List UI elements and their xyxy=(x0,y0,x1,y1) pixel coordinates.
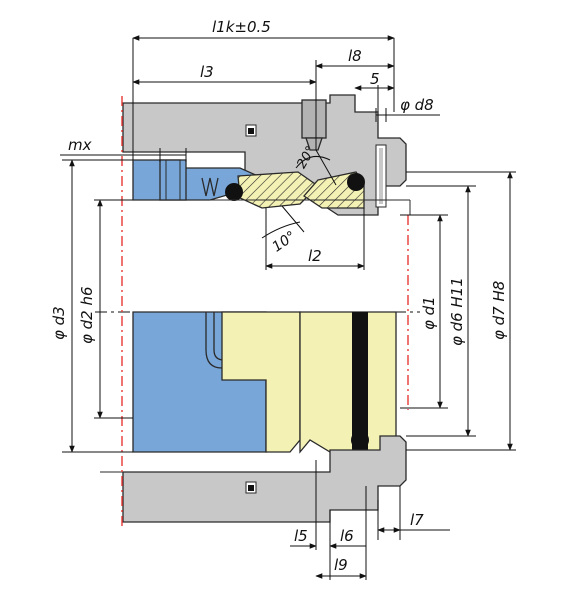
dim-phi-d3: φ d3 xyxy=(50,306,68,340)
upper-seal-faces xyxy=(225,144,387,209)
dim-phi-d2: φ d2 h6 xyxy=(78,286,96,344)
dim-five: 5 xyxy=(370,70,380,88)
dim-l9: l9 xyxy=(334,556,348,574)
lower-seal-faces xyxy=(221,311,397,454)
dim-mx: mx xyxy=(68,136,92,154)
dim-l8: l8 xyxy=(348,47,362,65)
dim-phi-d8: φ d8 xyxy=(400,96,434,114)
dim-l1k: l1k±0.5 xyxy=(212,18,271,36)
dim-l3: l3 xyxy=(200,63,214,81)
lower-housing xyxy=(100,435,407,523)
dim-l6: l6 xyxy=(340,527,354,545)
dim-l2: l2 xyxy=(308,247,322,265)
dim-phi-d1: φ d1 xyxy=(420,296,438,330)
dim-phi-d7: φ d7 H8 xyxy=(490,281,508,340)
dim-l7: l7 xyxy=(410,511,424,529)
angle-10: 10° xyxy=(270,228,300,255)
dim-phi-d6: φ d6 H11 xyxy=(448,277,466,346)
dim-l5: l5 xyxy=(294,527,308,545)
